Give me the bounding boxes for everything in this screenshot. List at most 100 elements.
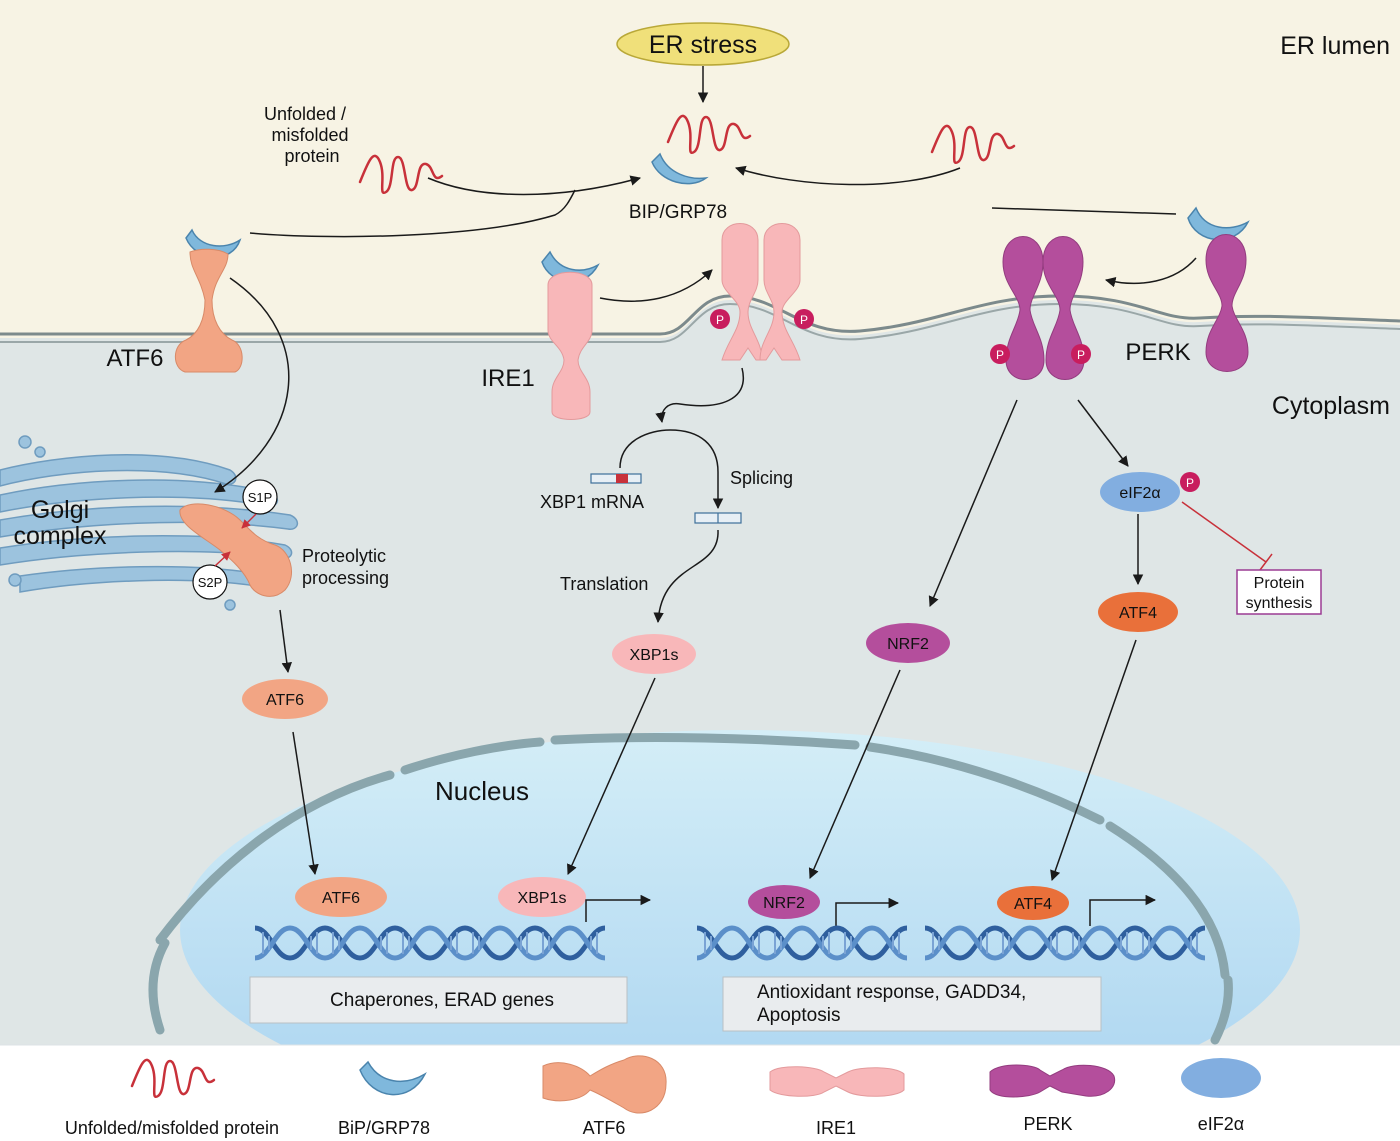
arrow-golgi-to-atf6 [279,609,292,674]
atf6-membrane-label: ATF6 [107,345,164,372]
golgi-label-1: Golgi [31,496,89,524]
nrf2-tf-cyto [866,623,950,663]
legend-ire1-label: IRE1 [816,1118,856,1138]
arrow-unfolded-left [427,175,642,196]
proteolytic-label-1: Proteolytic [302,546,386,566]
s1p-label: S1P [248,490,273,505]
legend-perk-label: PERK [1023,1114,1072,1134]
atf4-tf-nuc-label: ATF4 [1014,896,1052,913]
atf6-tf-cyto-label: ATF6 [266,692,304,709]
xbp1s-tf-cyto [612,634,696,674]
arrow-nrf2-to-nucleus [808,669,901,879]
bip-label: BIP/GRP78 [629,202,727,223]
er-lumen-label: ER lumen [1280,32,1390,60]
ire1-monomer [547,271,593,420]
arrow-xbp1s-to-nucleus [567,677,656,875]
nuclear-envelope [155,733,1230,980]
ire1-phospho-left [710,309,730,329]
nucleus-label: Nucleus [435,776,529,806]
legend-atf6-icon [542,1055,667,1114]
arrow-atf4-to-nucleus [1050,639,1137,881]
perk-monomer [1205,234,1249,372]
arrow-atf6-to-golgi [214,277,290,493]
ire1-phospho-left-label: P [716,313,724,327]
nrf2-tf-cyto-label: NRF2 [887,636,929,653]
perk-phospho-right-label: P [1077,348,1085,362]
legend-bip-label: BiP/GRP78 [338,1118,430,1138]
ire1-label: IRE1 [481,365,534,392]
tss-arrow-2 [835,897,900,926]
perk-bip [1187,206,1250,241]
antioxidant-box [722,976,1102,1032]
chaperones-box [249,976,628,1024]
arrow-atf6-release [249,189,576,238]
proteolytic-label-2: processing [302,568,389,588]
bip-center [651,152,709,185]
legend-eif2a-icon [1181,1058,1261,1098]
ire1-phospho-right [794,309,814,329]
antioxidant-label-2: Apoptosis [757,1005,840,1026]
perk-phospho-left [990,344,1010,364]
perk-label: PERK [1125,339,1190,366]
arrow-perk-to-nrf2 [928,399,1018,607]
atf6-golgi [179,503,293,597]
s1p-site [242,479,278,515]
protein-synthesis-label-2: synthesis [1246,595,1313,612]
nrf2-tf-nuc-label: NRF2 [763,895,805,912]
ire1-dimer [721,223,801,361]
atf6-tf-nuc-label: ATF6 [322,890,360,907]
legend-bip-icon [359,1060,427,1096]
legend-eif2a-label: eIF2α [1198,1114,1244,1134]
antioxidant-label-1: Antioxidant response, GADD34, [757,982,1026,1003]
s2p-site [192,564,228,600]
eif2a-phospho [1180,472,1200,492]
arrow-perk-dimerize [1104,257,1197,288]
er-stress-node [616,22,790,66]
atf6-tf-cyto [242,679,328,719]
translation-label: Translation [560,574,648,594]
arrow-ire1-dimerize [599,269,713,302]
cytoplasm-label: Cytoplasm [1272,392,1390,420]
legend-panel [0,1045,1400,1141]
eif2a-label: eIF2α [1119,485,1160,502]
arrow-perk-to-eif2a [1077,399,1129,467]
inhibit-protein-synthesis [1181,501,1267,563]
golgi-label-2: complex [13,522,107,550]
ire1-phospho-right-label: P [800,313,808,327]
eif2a-node [1100,472,1180,512]
nrf2-tf-nuc [748,885,820,919]
perk-phospho-left-label: P [996,348,1004,362]
chaperones-label: Chaperones, ERAD genes [330,990,554,1011]
atf4-tf-cyto [1098,592,1178,632]
protein-synthesis-label-1: Protein [1254,575,1305,592]
arrow-perk-release [991,207,1177,215]
perk-dimer [1002,236,1085,380]
s2p-label: S2P [198,575,223,590]
legend-atf6-label: ATF6 [583,1118,626,1138]
xbp1s-tf-nuc [498,877,586,917]
eif2a-phospho-label: P [1186,476,1194,490]
legend-unfolded-label: Unfolded/misfolded protein [65,1118,279,1138]
arrow-ire1-to-mrna [655,367,745,424]
atf4-tf-cyto-label: ATF4 [1119,605,1157,622]
er-stress-label: ER stress [649,31,757,59]
tss-arrow-3 [1089,894,1157,926]
atf4-tf-nuc [997,886,1069,920]
unfolded-label-3: protein [284,146,339,166]
splicing-arc [619,429,724,510]
legend-perk-icon [989,1064,1116,1098]
perk-phospho-right [1071,344,1091,364]
splicing-label: Splicing [730,468,793,488]
protein-synthesis-box [1236,569,1322,615]
arrow-atf6-to-nucleus [292,731,319,876]
legend-ire1-icon [769,1066,905,1097]
tss-arrow-1 [585,894,652,922]
unfolded-label-2: misfolded [271,125,348,145]
atf6-tf-nuc [295,877,387,917]
arrow-translation [653,529,719,624]
atf6-receptor [174,248,243,373]
xbp1-mrna-label: XBP1 mRNA [540,492,644,512]
arrow-unfolded-right [734,165,961,186]
xbp1s-tf-nuc-label: XBP1s [518,890,567,907]
